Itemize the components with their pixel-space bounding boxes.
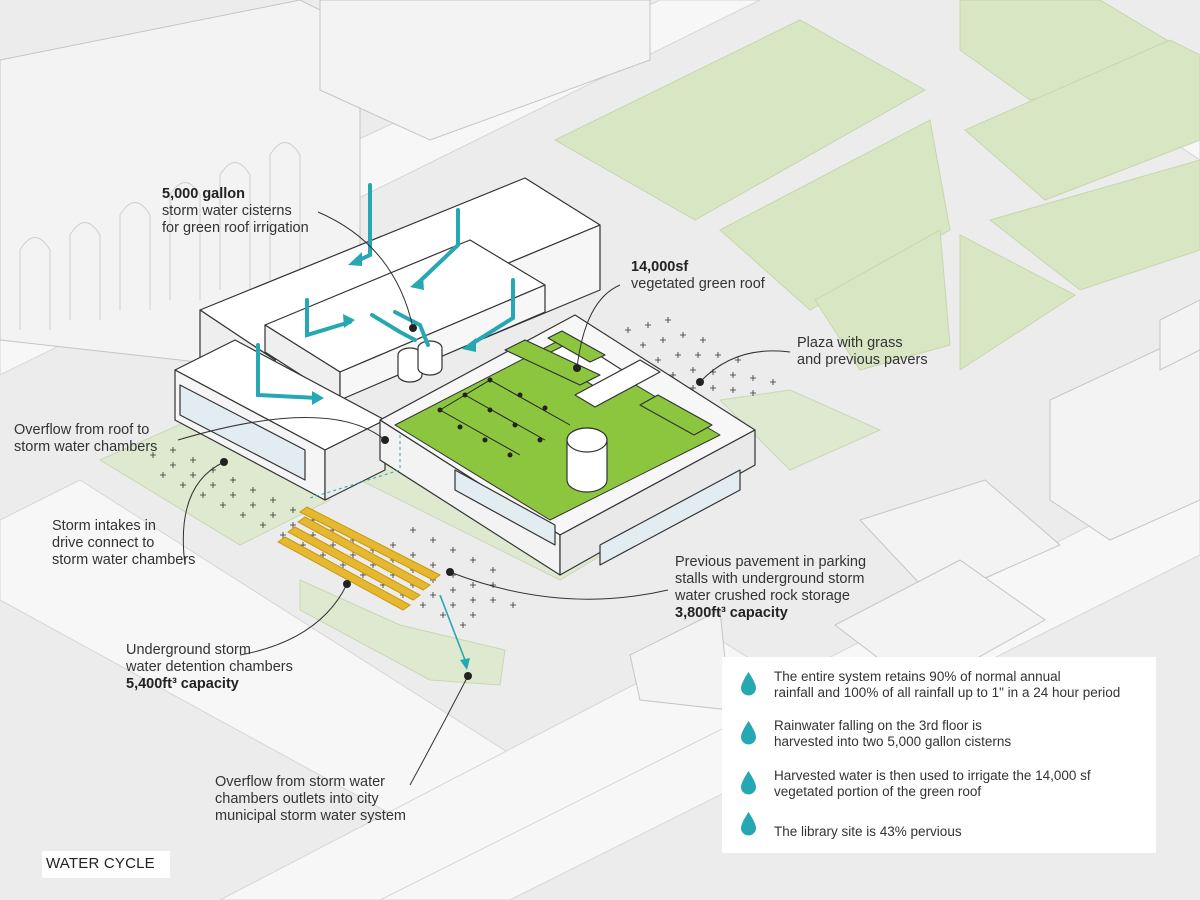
label-storm-intakes: Storm intakes in drive connect to storm … [52,518,195,569]
page-title: WATER CYCLE [46,855,155,872]
leader-dots [220,324,704,680]
label-outlet-line3: municipal storm water system [215,808,406,824]
sprinkler-heads [437,377,548,458]
legend-item: The library site is 43% pervious [722,812,1156,853]
legend-text: The library site is 43% pervious [774,824,962,840]
legend-item: Harvested water is then used to irrigate… [722,768,1156,804]
legend-text: Harvested water is then used to irrigate… [774,768,1091,800]
label-pavement: Previous pavement in parking stalls with… [675,554,866,622]
label-pavement-line3: water crushed rock storage [675,588,850,604]
park [553,0,1200,371]
label-cisterns-bold: 5,000 gallon [162,186,246,202]
label-outlet: Overflow from storm water chambers outle… [215,774,406,825]
label-cisterns-line2: for green roof irrigation [162,220,309,236]
label-pavement-line2: stalls with underground storm [675,571,865,587]
label-plaza-line2: and previous pavers [797,352,928,368]
legend-text: Rainwater falling on the 3rd floor is ha… [774,718,1011,750]
overflow-path [309,435,401,499]
label-plaza-line1: Plaza with grass [797,335,903,351]
legend-text: The entire system retains 90% of normal … [774,669,1120,701]
label-overflow-roof-line1: Overflow from roof to [14,422,150,438]
water-drop-icon [741,672,756,696]
label-green-roof: 14,000sf vegetated green roof [631,259,765,293]
outlet-arrow [439,594,470,670]
label-cisterns-line1: storm water cisterns [162,203,292,219]
label-storm-intakes-line3: storm water chambers [52,552,196,568]
water-drop-icon [741,812,756,836]
library-building [174,177,756,576]
label-detention-bold: 5,400ft³ capacity [126,676,239,692]
leader-lines [177,211,791,786]
legend-panel: The entire system retains 90% of normal … [722,657,1156,853]
irrigation-lines [439,379,571,456]
label-pavement-bold: 3,800ft³ capacity [675,605,788,621]
legend-text-line2: rainfall and 100% of all rainfall up to … [774,685,1121,700]
label-green-roof-bold: 14,000sf [631,259,689,275]
label-overflow-roof: Overflow from roof to storm water chambe… [14,422,157,456]
label-storm-intakes-line1: Storm intakes in [52,518,156,534]
legend-text-line1: Harvested water is then used to irrigate… [774,768,1091,783]
label-storm-intakes-line2: drive connect to [52,535,155,551]
label-detention-line1: Underground storm [126,642,251,658]
legend-text-line2: harvested into two 5,000 gallon cisterns [774,734,1012,749]
facade-arches [19,142,301,330]
legend-text-line1: The entire system retains 90% of normal … [774,669,1061,684]
label-overflow-roof-line2: storm water chambers [14,439,158,455]
label-outlet-line2: chambers outlets into city [215,791,379,807]
label-green-roof-line1: vegetated green roof [631,276,765,292]
title-box: WATER CYCLE [42,851,170,878]
legend-text-line1: The library site is 43% pervious [774,824,962,839]
legend-text-line1: Rainwater falling on the 3rd floor is [774,718,982,733]
label-pavement-line1: Previous pavement in parking [675,554,867,570]
legend-item: Rainwater falling on the 3rd floor is ha… [722,718,1156,754]
paver-grid-plaza [625,317,776,396]
detention-chambers [277,506,441,611]
water-drop-icon [741,721,756,745]
label-outlet-line1: Overflow from storm water [215,774,385,790]
arrowheads [312,252,476,405]
label-detention-line2: water detention chambers [126,659,293,675]
legend-text-line2: vegetated portion of the green roof [774,784,982,799]
label-cisterns: 5,000 gallon storm water cisterns for gr… [162,186,309,237]
label-detention: Underground storm water detention chambe… [126,642,293,693]
label-plaza: Plaza with grass and previous pavers [797,335,928,369]
water-drop-icon [741,771,756,795]
legend-item: The entire system retains 90% of normal … [722,669,1156,705]
